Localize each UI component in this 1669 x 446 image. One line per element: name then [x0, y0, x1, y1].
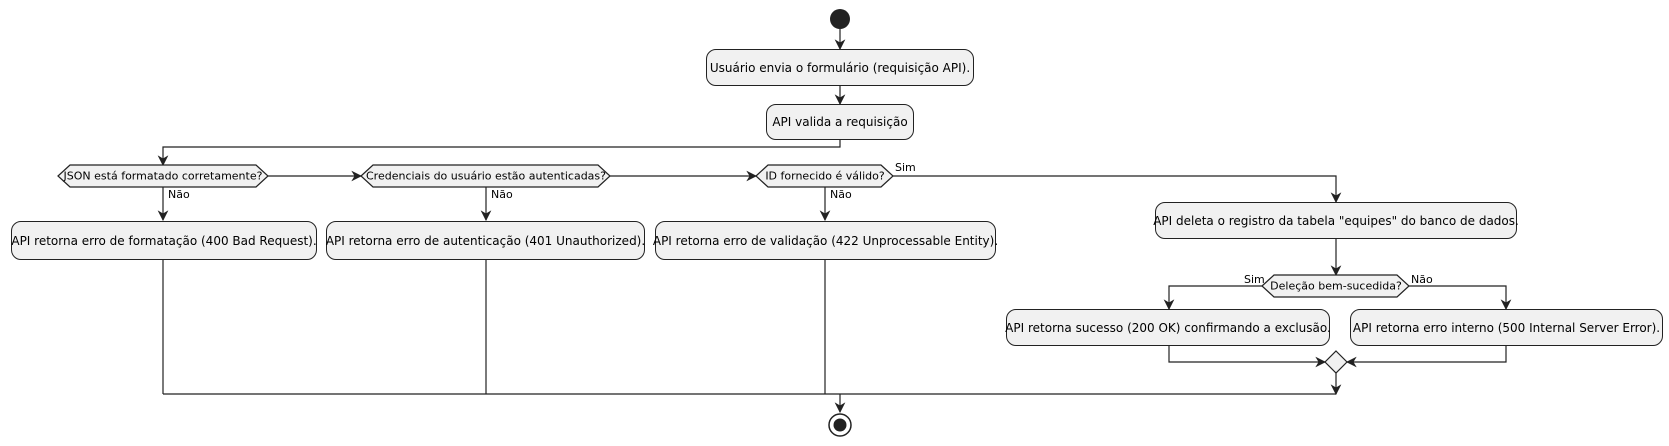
decision-json-shape: [57, 164, 269, 188]
decision-id-label: ID fornecido é válido?: [765, 169, 885, 183]
decision-json-label: JSON está formatado corretamente?: [63, 169, 263, 183]
decision-auth-label: Credenciais do usuário estão autenticada…: [365, 169, 607, 183]
decision-delete-label: Deleção bem-sucedida?: [1270, 279, 1402, 293]
merge-diamond: [1324, 350, 1348, 374]
decision-id-shape: [755, 164, 894, 188]
edge-check-yes: [1163, 285, 1262, 311]
node-validate: API valida a requisição: [766, 104, 914, 140]
node-auth-error: API retorna erro de autenticação (401 Un…: [326, 221, 645, 260]
start-node: [830, 9, 850, 29]
edge-success-merge: [1168, 346, 1327, 368]
node-submit: Usuário envia o formulário (requisição A…: [706, 49, 974, 86]
edge-check-no: [1409, 285, 1512, 311]
edge-validate-json: [157, 140, 841, 167]
edge-error-merge: [1345, 346, 1507, 368]
decision-delete-shape: [1261, 274, 1410, 298]
node-format-error: API retorna erro de formatação (400 Bad …: [11, 221, 317, 260]
label-id-yes: Sim: [895, 161, 916, 174]
label-auth-no: Não: [491, 188, 513, 201]
decision-auth-shape: [360, 164, 611, 188]
label-json-no: Não: [168, 188, 190, 201]
label-delete-yes: Sim: [1244, 273, 1265, 286]
edge-id-delete: [893, 175, 1342, 204]
label-delete-no: Não: [1411, 273, 1433, 286]
node-internal-error: API retorna erro interno (500 Internal S…: [1350, 309, 1663, 346]
node-validation-error: API retorna erro de validação (422 Unpro…: [653, 221, 998, 260]
end-node-inner: [833, 418, 847, 432]
node-delete: API deleta o registro da tabela "equipes…: [1153, 202, 1519, 239]
node-success: API retorna sucesso (200 OK) confirmando…: [1005, 309, 1331, 346]
label-id-no: Não: [830, 188, 852, 201]
